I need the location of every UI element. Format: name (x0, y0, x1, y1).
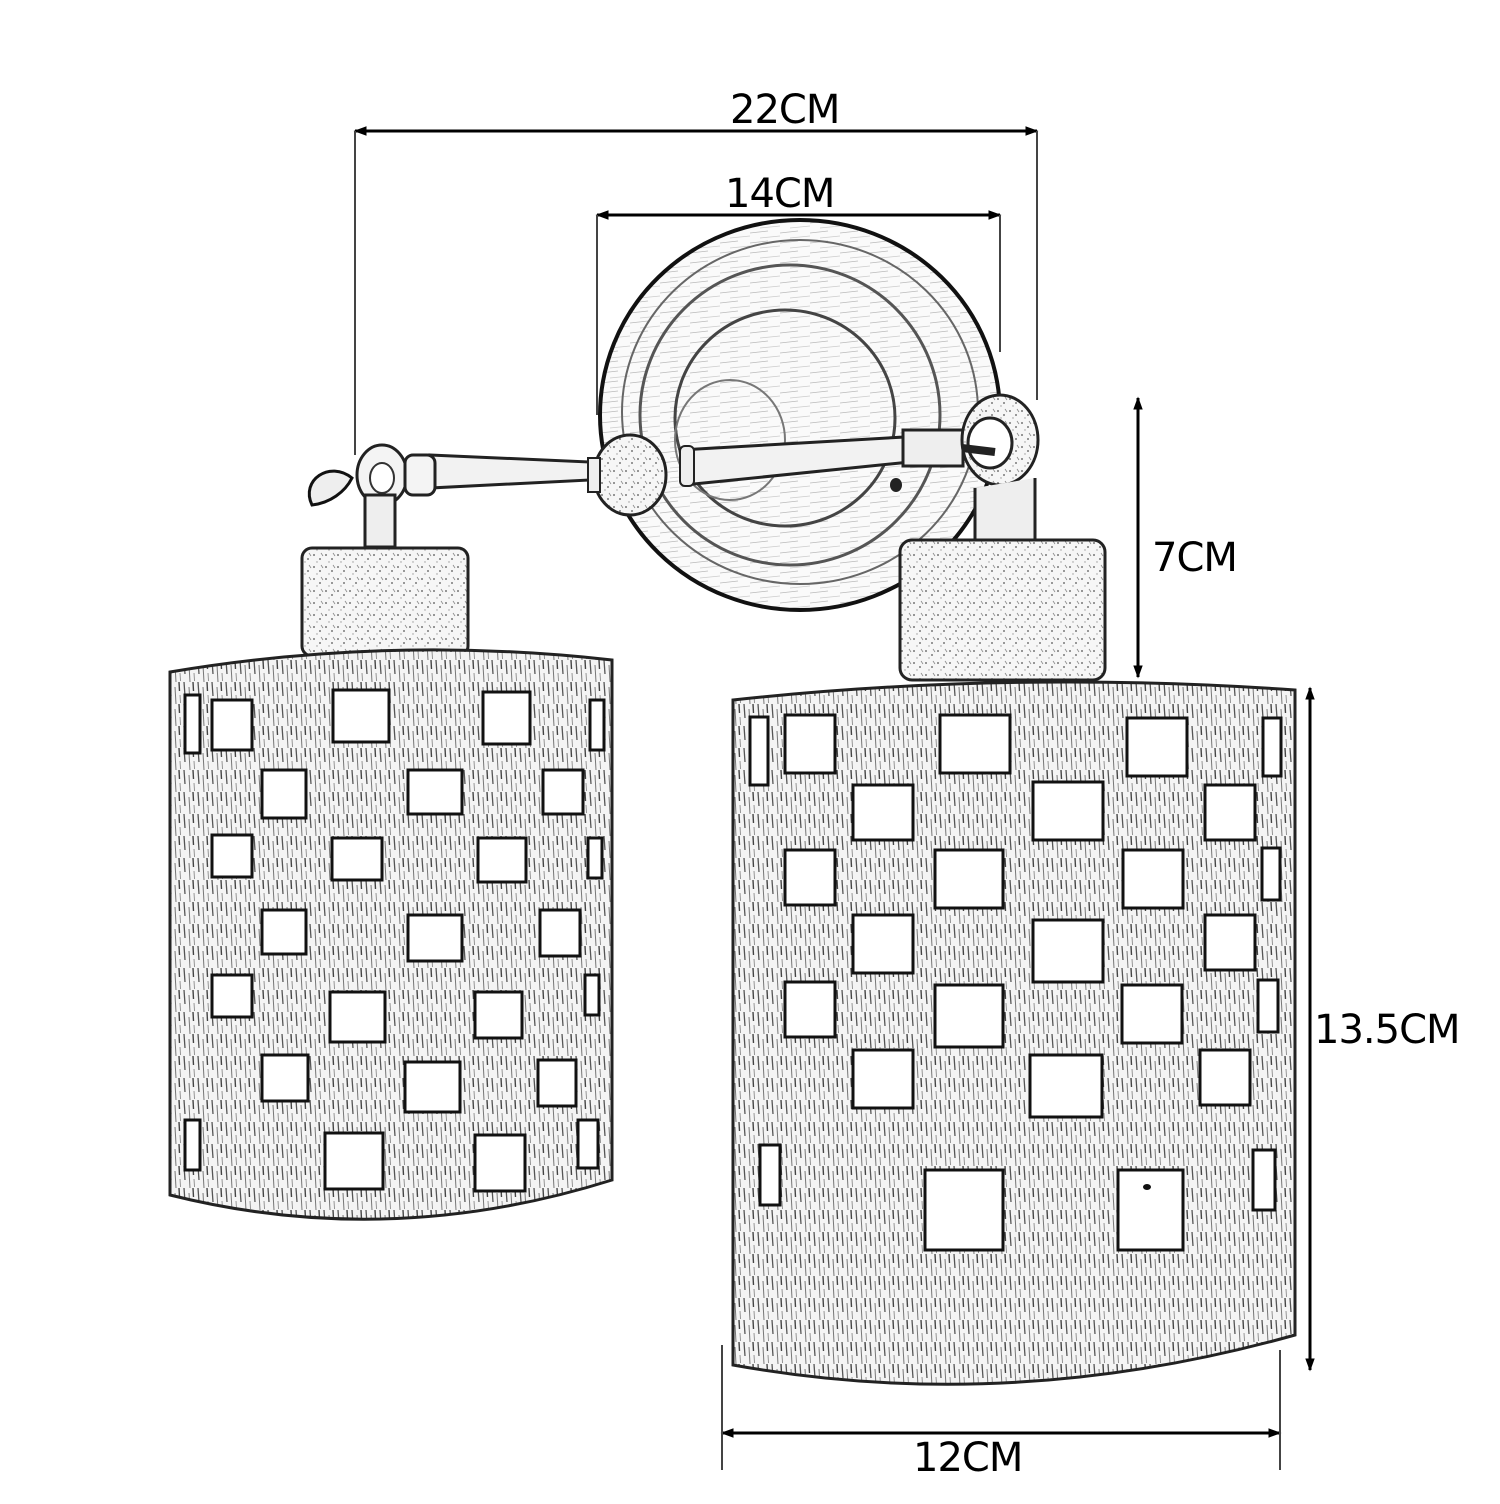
dimension-shade-height (1305, 686, 1315, 1372)
right-socket-cap (898, 538, 1107, 682)
right-shade (731, 680, 1297, 1386)
left-shade (168, 648, 614, 1221)
dimension-backplate-width (595, 210, 1002, 415)
left-lamp (168, 546, 614, 1221)
label-shade-height: 13.5CM (1314, 1007, 1461, 1053)
dimension-shade-diameter (720, 1345, 1282, 1470)
backplate (598, 218, 1002, 612)
right-lamp (731, 538, 1297, 1386)
sconce-arm (307, 393, 1040, 549)
dimension-arm-drop-height (1133, 396, 1143, 679)
label-overall-width: 22CM (730, 87, 840, 133)
left-socket-cap (300, 546, 470, 658)
label-backplate-width: 14CM (725, 171, 835, 217)
dimension-overall-width (353, 126, 1039, 455)
label-shade-diameter: 12CM (913, 1435, 1023, 1481)
label-arm-drop-height: 7CM (1152, 535, 1238, 581)
